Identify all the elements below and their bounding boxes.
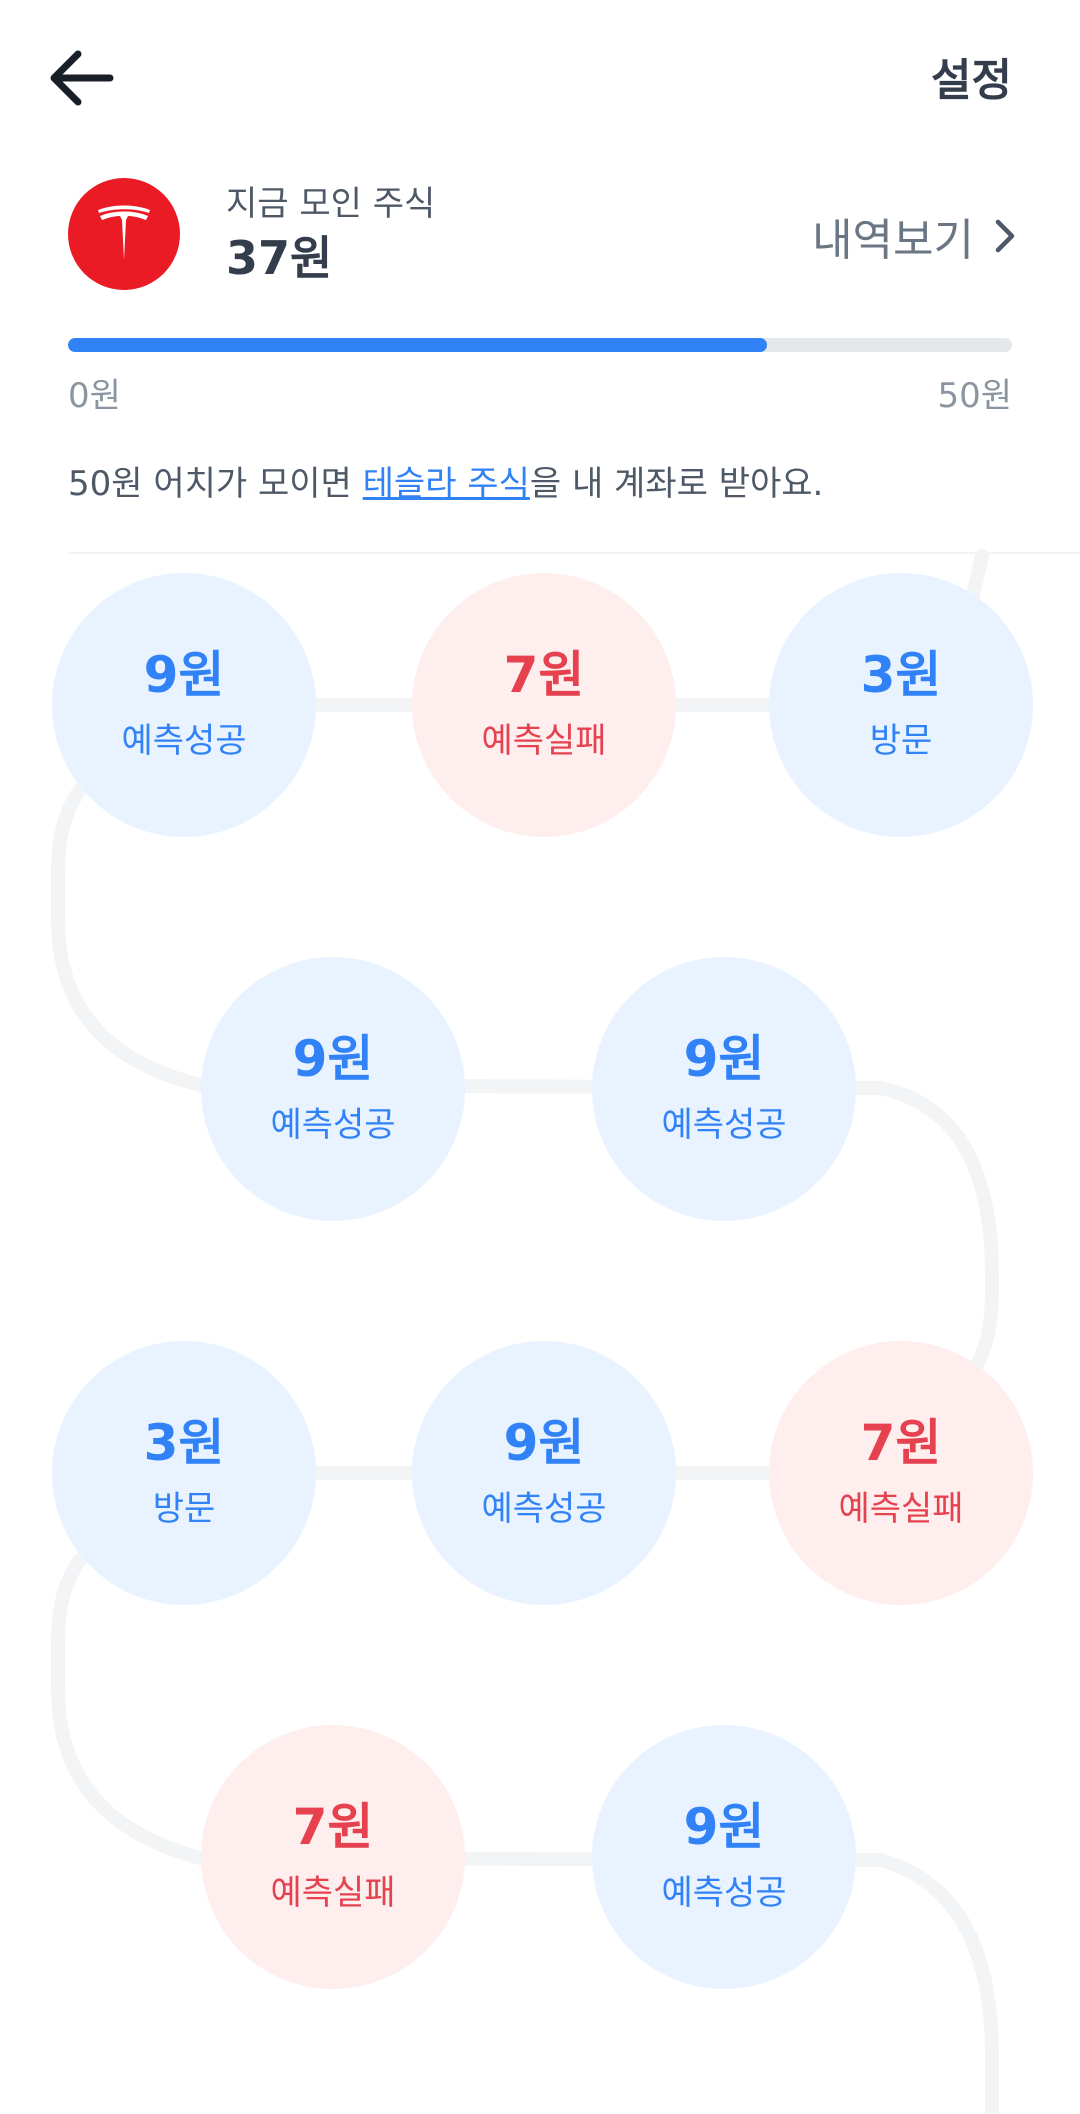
reward-node[interactable]: 3원 방문 [769,573,1033,837]
settings-button[interactable]: 설정 [931,55,1012,106]
reward-label: 예측성공 [270,1105,396,1145]
reward-node[interactable]: 3원 방문 [52,1341,316,1605]
reward-node[interactable]: 9원 예측성공 [52,573,316,837]
stock-amount: 37원 [226,231,333,285]
history-link-label: 내역보기 [812,215,974,266]
info-text-prefix: 50원 어치가 모이면 [68,464,363,504]
progress-max-label: 50원 [937,376,1012,416]
stock-caption: 지금 모인 주식 [226,184,436,224]
reward-node[interactable]: 7원 예측실패 [769,1341,1033,1605]
arrow-left-icon [50,50,114,106]
reward-node[interactable]: 7원 예측실패 [201,1725,465,1989]
reward-label: 예측성공 [121,721,247,761]
reward-label: 예측성공 [481,1489,607,1529]
reward-node[interactable]: 9원 예측성공 [412,1341,676,1605]
reward-label: 예측성공 [661,1105,787,1145]
progress-min-label: 0원 [68,376,121,416]
reward-node[interactable]: 9원 예측성공 [201,957,465,1221]
reward-amount: 9원 [683,1798,765,1856]
reward-label: 예측실패 [270,1873,396,1913]
chevron-right-icon [995,219,1015,253]
tesla-logo [68,178,180,290]
reward-node[interactable]: 7원 예측실패 [412,573,676,837]
reward-label: 예측성공 [661,1873,787,1913]
reward-label: 방문 [869,721,933,761]
reward-label: 방문 [152,1489,216,1529]
reward-amount: 9원 [683,1030,765,1088]
tesla-icon [98,205,150,260]
reward-amount: 3원 [143,1414,225,1472]
reward-amount: 7원 [292,1798,374,1856]
reward-amount: 9원 [292,1030,374,1088]
divider [68,552,1080,554]
back-button[interactable] [44,40,120,116]
reward-amount: 9원 [503,1414,585,1472]
progress-bar [68,338,1012,352]
history-link[interactable]: 내역보기 [812,204,1018,268]
info-text-suffix: 을 내 계좌로 받아요. [529,464,824,504]
progress-fill [68,338,767,352]
reward-amount: 9원 [143,646,225,704]
reward-amount: 3원 [860,646,942,704]
reward-amount: 7원 [860,1414,942,1472]
reward-node[interactable]: 9원 예측성공 [592,1725,856,1989]
tesla-stock-link[interactable]: 테슬라 주식 [362,464,530,504]
info-text: 50원 어치가 모이면 테슬라 주식을 내 계좌로 받아요. [68,456,823,505]
reward-node[interactable]: 9원 예측성공 [592,957,856,1221]
reward-label: 예측실패 [838,1489,964,1529]
reward-label: 예측실패 [481,721,607,761]
reward-amount: 7원 [503,646,585,704]
